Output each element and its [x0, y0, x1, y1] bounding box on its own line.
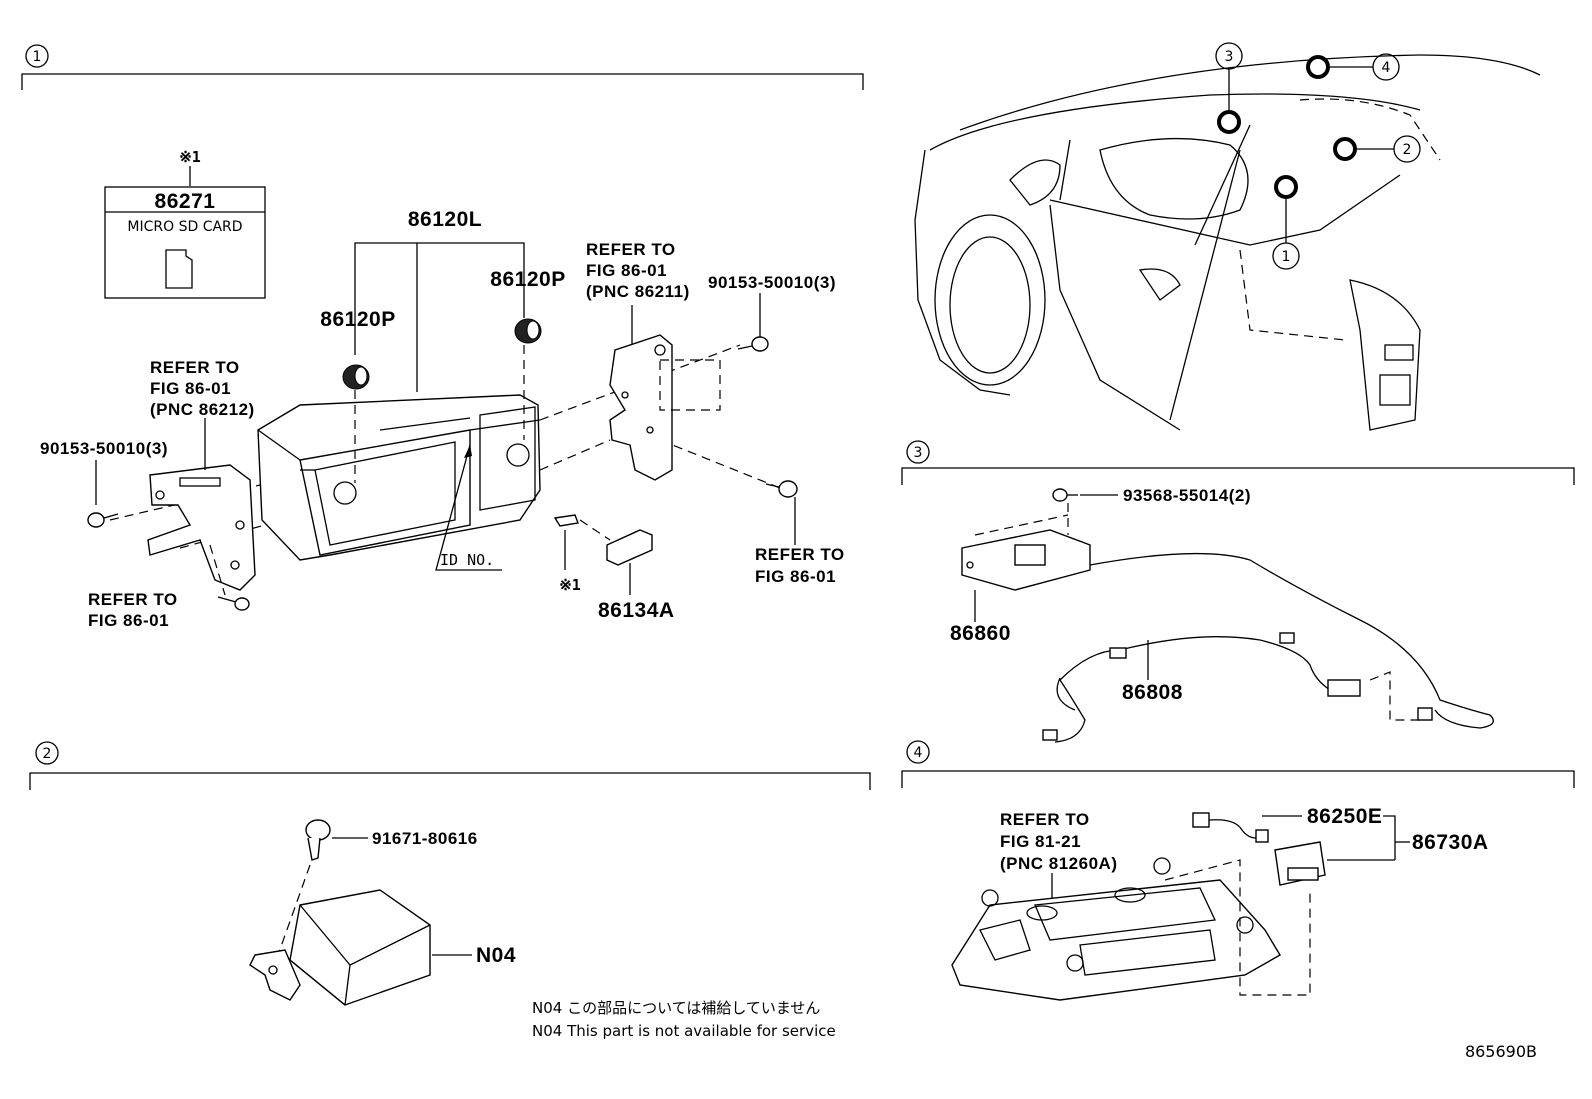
screw-93568 [1052, 488, 1078, 502]
section-4-marker: 4 [914, 745, 923, 761]
cover-note-mark: ※1 [559, 576, 581, 594]
label-bolt-91671: 91671-80616 [372, 829, 478, 848]
refer-s4-l2: FIG 81-21 [1000, 832, 1081, 851]
section-1-marker: 1 [33, 49, 42, 65]
sd-note-mark: ※1 [179, 148, 201, 166]
label-screw-93568: 93568-55014(2) [1123, 486, 1251, 505]
harness-86808 [1042, 632, 1361, 743]
refer-s4-l3: (PNC 81260A) [1000, 854, 1118, 873]
left-bracket [147, 464, 256, 591]
refer-right-bracket-l2: FIG 86-01 [586, 261, 667, 280]
refer-right-screw-l2: FIG 86-01 [755, 567, 836, 586]
refer-left-screw-l1: REFER TO [88, 590, 178, 609]
label-N04: N04 [476, 944, 516, 967]
refer-right-screw-l1: REFER TO [755, 545, 845, 564]
overview-callout-4: 4 [1306, 53, 1400, 81]
section-3: 3 93568-55014(2) 86860 86808 [901, 440, 1575, 743]
section-2-marker: 2 [43, 746, 52, 762]
label-86808: 86808 [1122, 681, 1183, 704]
label-86134A: 86134A [598, 599, 675, 622]
refer-left-screw-l2: FIG 86-01 [88, 611, 169, 630]
label-86250E: 86250E [1307, 805, 1382, 828]
svg-text:3: 3 [1225, 49, 1234, 65]
module-86860 [961, 529, 1091, 591]
section-1-bracket [21, 73, 864, 90]
section-4: 4 REFER TO FIG 81-21 (PNC 81260A) 86250E [901, 740, 1575, 1001]
section-2: 2 91671-80616 N04 N04 この部品については補給していません … [29, 741, 871, 1040]
label-86860: 86860 [950, 622, 1011, 645]
label-86730A: 86730A [1412, 831, 1489, 854]
refer-left-bracket-l2: FIG 86-01 [150, 379, 231, 398]
screw-right [765, 480, 798, 498]
svg-text:1: 1 [1282, 249, 1291, 265]
overview-callout-2: 2 [1333, 135, 1421, 163]
figure-id: 865690B [1465, 1042, 1537, 1061]
bolt-right [737, 336, 769, 352]
svg-text:4: 4 [1382, 60, 1391, 76]
label-bolt-right: 90153-50010(3) [708, 273, 836, 292]
overview-callout-1: 1 [1272, 175, 1300, 270]
label-knob-left: 86120P [320, 308, 395, 331]
label-id-no: ID NO. [440, 551, 494, 569]
note-en: N04 This part is not available for servi… [532, 1022, 836, 1040]
wire-86250E [1192, 812, 1269, 843]
module-86730A [1274, 841, 1326, 886]
screw-left-bottom [217, 596, 250, 611]
sd-card-part-number: 86271 [155, 190, 216, 213]
refer-s4-l1: REFER TO [1000, 810, 1090, 829]
label-bolt-left: 90153-50010(3) [40, 439, 168, 458]
bolt-left [87, 512, 119, 528]
note-jp: N04 この部品については補給していません [532, 999, 820, 1017]
knob-right [514, 318, 542, 344]
svg-text:2: 2 [1403, 142, 1412, 158]
bolt-91671 [305, 819, 331, 861]
cover-86134A [606, 529, 653, 566]
cover-clip [553, 514, 579, 527]
refer-left-bracket-l1: REFER TO [150, 358, 240, 377]
label-86120L: 86120L [408, 208, 482, 231]
head-unit [257, 394, 541, 561]
refer-right-bracket-l3: (PNC 86211) [586, 282, 690, 301]
sd-card-box [104, 186, 266, 299]
overview-callout-3: 3 [1215, 42, 1243, 134]
knob-left [342, 364, 370, 390]
right-bracket [609, 334, 673, 481]
overhead-console [951, 857, 1281, 1001]
module-N04 [249, 889, 431, 1006]
refer-left-bracket-l3: (PNC 86212) [150, 400, 255, 419]
section-1: 1 ※1 86271 MICRO SD CARD 86120L 86120P 8… [21, 44, 864, 630]
section-3-marker: 3 [914, 445, 923, 461]
antenna-cable [1089, 552, 1494, 729]
section-1-marker-circle [25, 44, 49, 68]
sd-card-desc: MICRO SD CARD [127, 219, 242, 235]
refer-right-bracket-l1: REFER TO [586, 240, 676, 259]
sd-card-icon [165, 249, 193, 289]
label-knob-right: 86120P [490, 268, 565, 291]
